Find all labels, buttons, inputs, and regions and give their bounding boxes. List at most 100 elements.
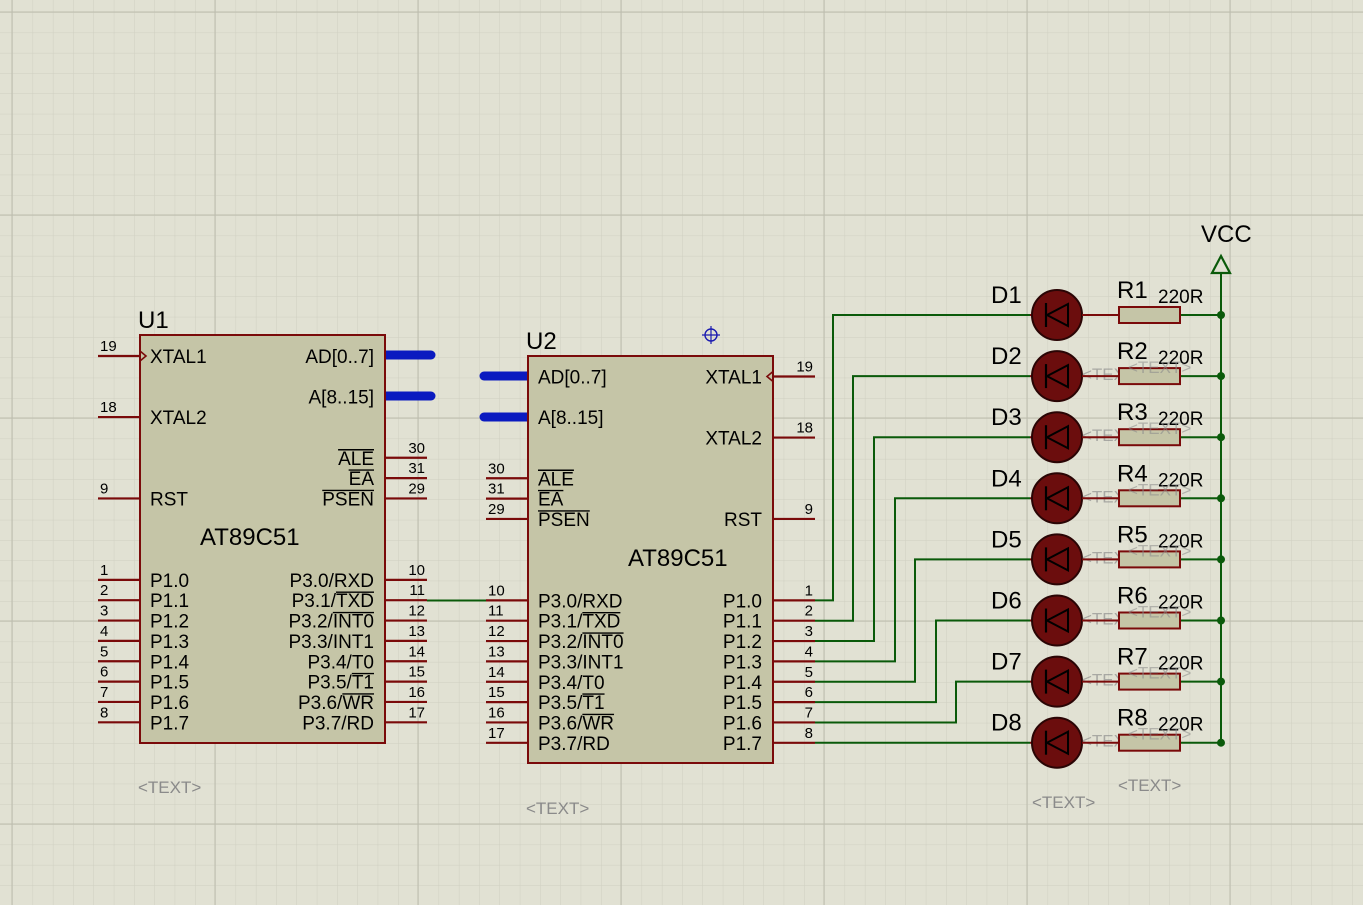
- led-body: [1031, 533, 1083, 586]
- chip-u1-pins: 19XTAL118XTAL29RST1P1.02P1.13P1.24P1.35P…: [98, 338, 427, 734]
- pin-number: 4: [100, 623, 108, 640]
- pin-name: P1.6: [723, 713, 762, 734]
- pin-name: AD[0..7]: [305, 347, 374, 368]
- power-terminal-vcc[interactable]: VCC: [1201, 221, 1252, 275]
- pin-name: PSEN: [538, 510, 590, 531]
- pin-number: 30: [408, 440, 425, 457]
- pin-name: P1.4: [723, 673, 763, 694]
- resistor-r1[interactable]: R1 220R: [1082, 277, 1203, 324]
- hidden-text-fragment: <TEXT>: [1128, 358, 1191, 377]
- pin-number: 3: [100, 603, 108, 620]
- pin-number: 5: [100, 643, 108, 660]
- pin-number: 9: [805, 501, 813, 518]
- wire-p1-6: [815, 680, 1030, 724]
- pin-name: P1.3: [150, 632, 189, 653]
- wires-layer: [427, 273, 1225, 747]
- pin-name: P1.5: [150, 673, 189, 694]
- pin-name: P3.7/RD: [302, 713, 374, 734]
- pin-number: 8: [100, 704, 108, 721]
- pin-name: P3.6/WR: [538, 713, 614, 734]
- resistor-value: 220R: [1158, 654, 1203, 675]
- wire-p1-0: [815, 314, 1030, 602]
- pin-name: P3.3/INT1: [288, 632, 374, 653]
- pin-number: 9: [100, 480, 108, 497]
- led-d1[interactable]: D1: [991, 282, 1083, 341]
- chip-u1-body[interactable]: [139, 334, 386, 744]
- resistor-refdes: R1: [1117, 277, 1148, 304]
- pin-name: P1.2: [723, 632, 762, 653]
- pin-number: 16: [408, 684, 425, 701]
- pin-number: 14: [408, 643, 425, 660]
- resistor-value: 220R: [1158, 593, 1203, 614]
- pin-number: 15: [408, 664, 425, 681]
- chip-u2[interactable]: U2 AT89C51 <TEXT> AD[0..7]A[8..15]30ALE3…: [486, 328, 815, 818]
- pin-number: 19: [100, 338, 117, 355]
- led-refdes: D5: [991, 526, 1022, 553]
- chip-u1[interactable]: U1 AT89C51 <TEXT> 19XTAL118XTAL29RST1P1.…: [98, 307, 427, 797]
- pin-name: P3.5/T1: [538, 693, 605, 714]
- resistor-body: [1118, 489, 1181, 508]
- resistor-value: 220R: [1158, 409, 1203, 430]
- pin-number: 5: [805, 664, 813, 681]
- pin-name: P1.5: [723, 693, 762, 714]
- pin-name: RST: [724, 510, 762, 531]
- diode-triangle-icon: [1044, 668, 1069, 695]
- diode-triangle-icon: [1044, 607, 1069, 634]
- pin-number: 1: [100, 562, 108, 579]
- pin-name: P1.1: [150, 591, 189, 612]
- pin-number: 3: [805, 623, 813, 640]
- pin-name: ALE: [538, 469, 574, 490]
- led-placeholder: <TEXT>: [1032, 793, 1095, 812]
- pin-name: P3.1/TXD: [292, 591, 374, 612]
- resistor-refdes: R6: [1117, 583, 1148, 610]
- chip-u2-refdes: U2: [526, 328, 557, 355]
- pin-number: 11: [409, 582, 425, 599]
- chip-u2-pins: AD[0..7]A[8..15]30ALE31EA29PSEN10P3.0/RX…: [486, 359, 815, 755]
- pin-number: 10: [408, 562, 425, 579]
- resistor-body: [1118, 550, 1181, 569]
- chip-u1-placeholder: <TEXT>: [138, 778, 201, 797]
- pin-name: P3.7/RD: [538, 734, 610, 755]
- pin-name: P3.5/T1: [307, 673, 374, 694]
- led-refdes: D3: [991, 404, 1022, 431]
- pin-number: 2: [805, 603, 813, 620]
- led-refdes: D6: [991, 588, 1022, 615]
- pin-name: P3.1/TXD: [538, 612, 620, 633]
- diode-triangle-icon: [1044, 302, 1069, 328]
- crosshair-origin-icon: [702, 326, 720, 344]
- hidden-text-fragment: <TEXT>: [1128, 664, 1191, 683]
- diode-triangle-icon: [1044, 363, 1069, 389]
- pin-number: 10: [488, 582, 505, 599]
- chip-u1-part: AT89C51: [200, 524, 300, 551]
- resistor-body: [1118, 428, 1181, 447]
- pin-name: P1.0: [150, 571, 189, 592]
- resistor-body: [1118, 306, 1181, 324]
- led-d5[interactable]: D5<TEXT>: [991, 526, 1145, 586]
- resistor-value: 220R: [1158, 531, 1203, 552]
- resistor-refdes: R3: [1117, 399, 1148, 426]
- pin-number: 11: [488, 603, 504, 620]
- resistor-placeholder: <TEXT>: [1118, 776, 1181, 795]
- resistor-value: 220R: [1158, 287, 1203, 308]
- led-refdes: D1: [991, 282, 1022, 309]
- chip-u1-refdes: U1: [138, 307, 169, 334]
- resistor-value: 220R: [1158, 470, 1203, 491]
- pin-number: 4: [805, 643, 813, 660]
- chip-u2-placeholder: <TEXT>: [526, 799, 589, 818]
- led-body: [1031, 289, 1083, 341]
- resistor-body: [1118, 733, 1181, 752]
- resistor-refdes: R5: [1117, 521, 1148, 548]
- pin-name: P1.7: [150, 713, 189, 734]
- clock-pin-icon: [765, 370, 774, 383]
- chip-u2-body[interactable]: [527, 355, 774, 764]
- led-body: [1031, 655, 1083, 708]
